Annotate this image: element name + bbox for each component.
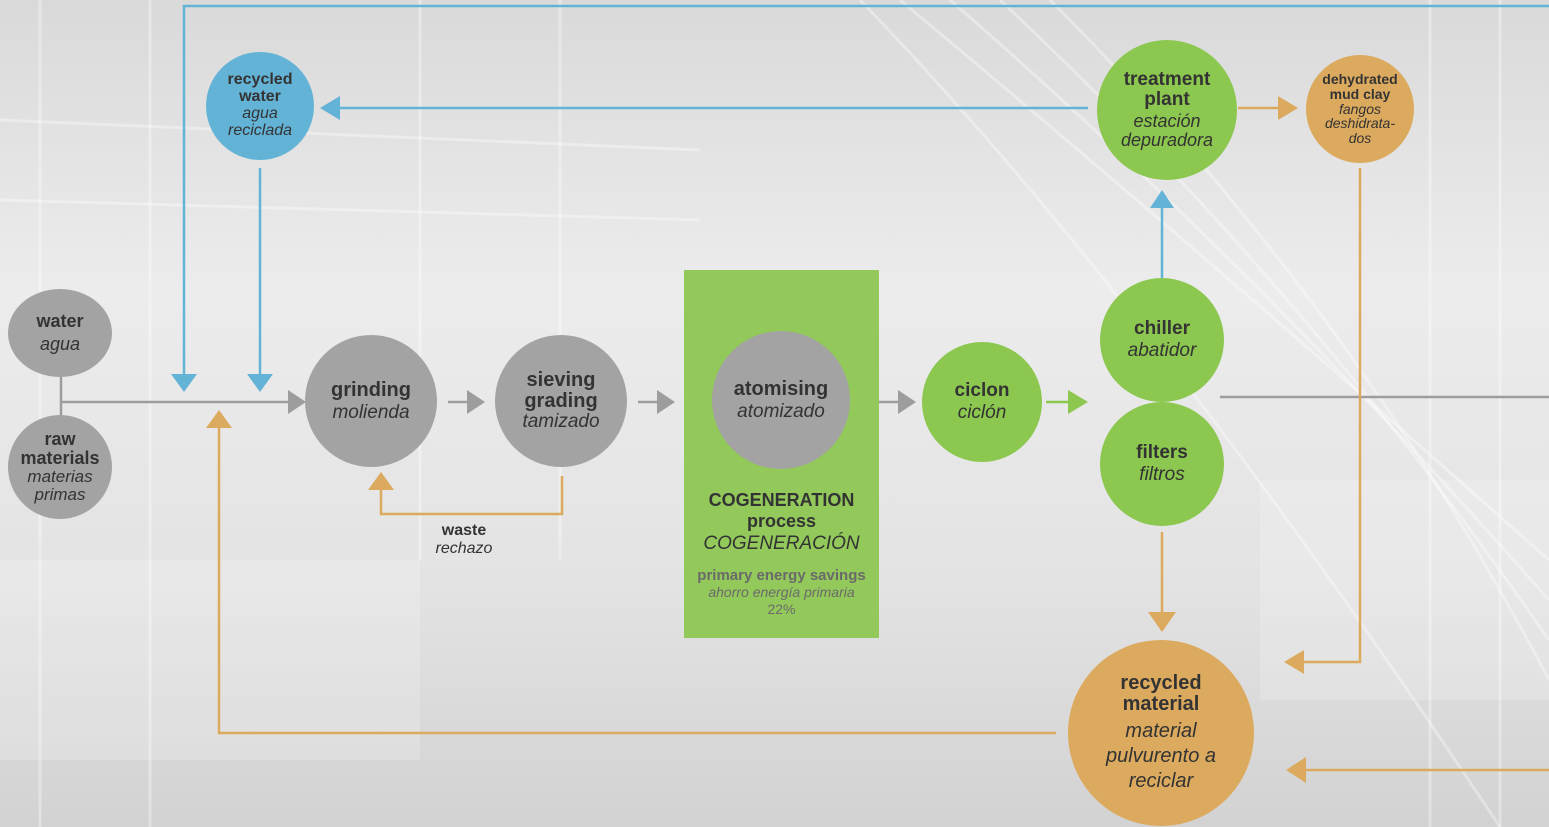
atomising-label: atomising — [733, 377, 829, 400]
raw-materials-label: raw materials — [20, 429, 100, 469]
waste-loop-line — [379, 476, 564, 516]
treatment-plant-label-es: estación depuradora — [1120, 111, 1214, 150]
mud-to-recycled-line — [1300, 168, 1362, 664]
cogeneration-title: COGENERATION process — [708, 490, 855, 531]
filters-label: filters — [1136, 442, 1188, 464]
raw-materials-label-es: materias primas — [27, 467, 93, 504]
arrow-into-recycled-water — [320, 96, 340, 120]
cogeneration-title-es: COGENERACIÓN — [703, 533, 860, 555]
dehydrated-mud-node: dehydrated mud clay fangos deshidrata-do… — [1306, 55, 1414, 163]
dehydrated-mud-label: dehydrated mud clay — [1322, 71, 1398, 102]
ciclon-node: ciclon ciclón — [922, 342, 1042, 462]
filters-label-es: filtros — [1139, 464, 1185, 485]
arrow-ciclon-to-chiller — [1068, 390, 1088, 414]
waste-label-es: rechazo — [435, 539, 493, 557]
ciclon-label: ciclon — [954, 380, 1010, 402]
chiller-node: chiller abatidor — [1100, 278, 1224, 402]
sieving-grading-label-es: tamizado — [522, 411, 600, 433]
recycled-water-node: recycled water agua reciclada — [206, 52, 314, 160]
arrow-into-mud — [1278, 96, 1298, 120]
water-label-es: agua — [39, 334, 81, 354]
raw-materials-node: raw materials materias primas — [8, 415, 112, 519]
sieving-grading-label: sieving grading — [524, 369, 598, 413]
dehydrated-mud-label-es: fangos deshidrata-dos — [1324, 100, 1396, 147]
atomising-label-es: atomizado — [737, 400, 825, 422]
arrow-return-up — [206, 410, 232, 428]
water-label: water — [36, 311, 84, 332]
grinding-label-es: molienda — [332, 401, 410, 423]
recycled-water-label: recycled water — [227, 71, 293, 106]
arrow-sieving-to-atomising — [657, 390, 675, 414]
treatment-plant-node: treatment plant estación depuradora — [1097, 40, 1237, 180]
arrow-into-treatment-plant — [1150, 190, 1174, 208]
energy-savings-label-es: ahorro energía primaria — [708, 584, 855, 601]
arrow-blue-loop-down — [171, 374, 197, 392]
top-blue-loop-line — [182, 4, 1549, 378]
recycled-material-node: recycled material material pulvurento a … — [1068, 640, 1254, 826]
arrow-into-grinding — [288, 390, 306, 414]
arrow-grinding-to-sieving — [467, 390, 485, 414]
waste-label-en: waste — [441, 522, 487, 539]
energy-savings-label: primary energy savings — [697, 567, 866, 585]
energy-savings-percent: 22% — [767, 600, 796, 617]
arrow-filters-into-recycled — [1148, 612, 1176, 632]
chiller-label: chiller — [1134, 318, 1190, 340]
waste-label: waste rechazo — [404, 522, 524, 557]
grinding-node: grinding molienda — [305, 335, 437, 467]
arrow-recycled-water-down — [247, 374, 273, 392]
arrow-waste-up — [368, 472, 394, 490]
chiller-label-es: abatidor — [1127, 340, 1197, 361]
filters-node: filters filtros — [1100, 402, 1224, 526]
recycled-material-return-line — [217, 426, 1056, 735]
recycled-water-label-es: agua reciclada — [227, 105, 293, 139]
cogeneration-text: COGENERATION process COGENERACIÓN primar… — [684, 490, 879, 617]
recycled-material-label-es: material pulvurento a reciclar — [1105, 719, 1217, 792]
arrow-atomising-to-ciclon — [898, 390, 916, 414]
ciclon-label-es: ciclón — [957, 402, 1007, 423]
arrow-mud-into-recycled — [1284, 650, 1304, 674]
sieving-grading-node: sieving grading tamizado — [495, 335, 627, 467]
water-node: water agua — [8, 289, 112, 377]
atomising-node: atomising atomizado — [712, 331, 850, 469]
recycled-material-label: recycled material — [1120, 671, 1202, 715]
grinding-label: grinding — [331, 378, 411, 401]
arrow-right-into-recycled — [1286, 757, 1306, 783]
treatment-plant-label: treatment plant — [1123, 69, 1211, 111]
